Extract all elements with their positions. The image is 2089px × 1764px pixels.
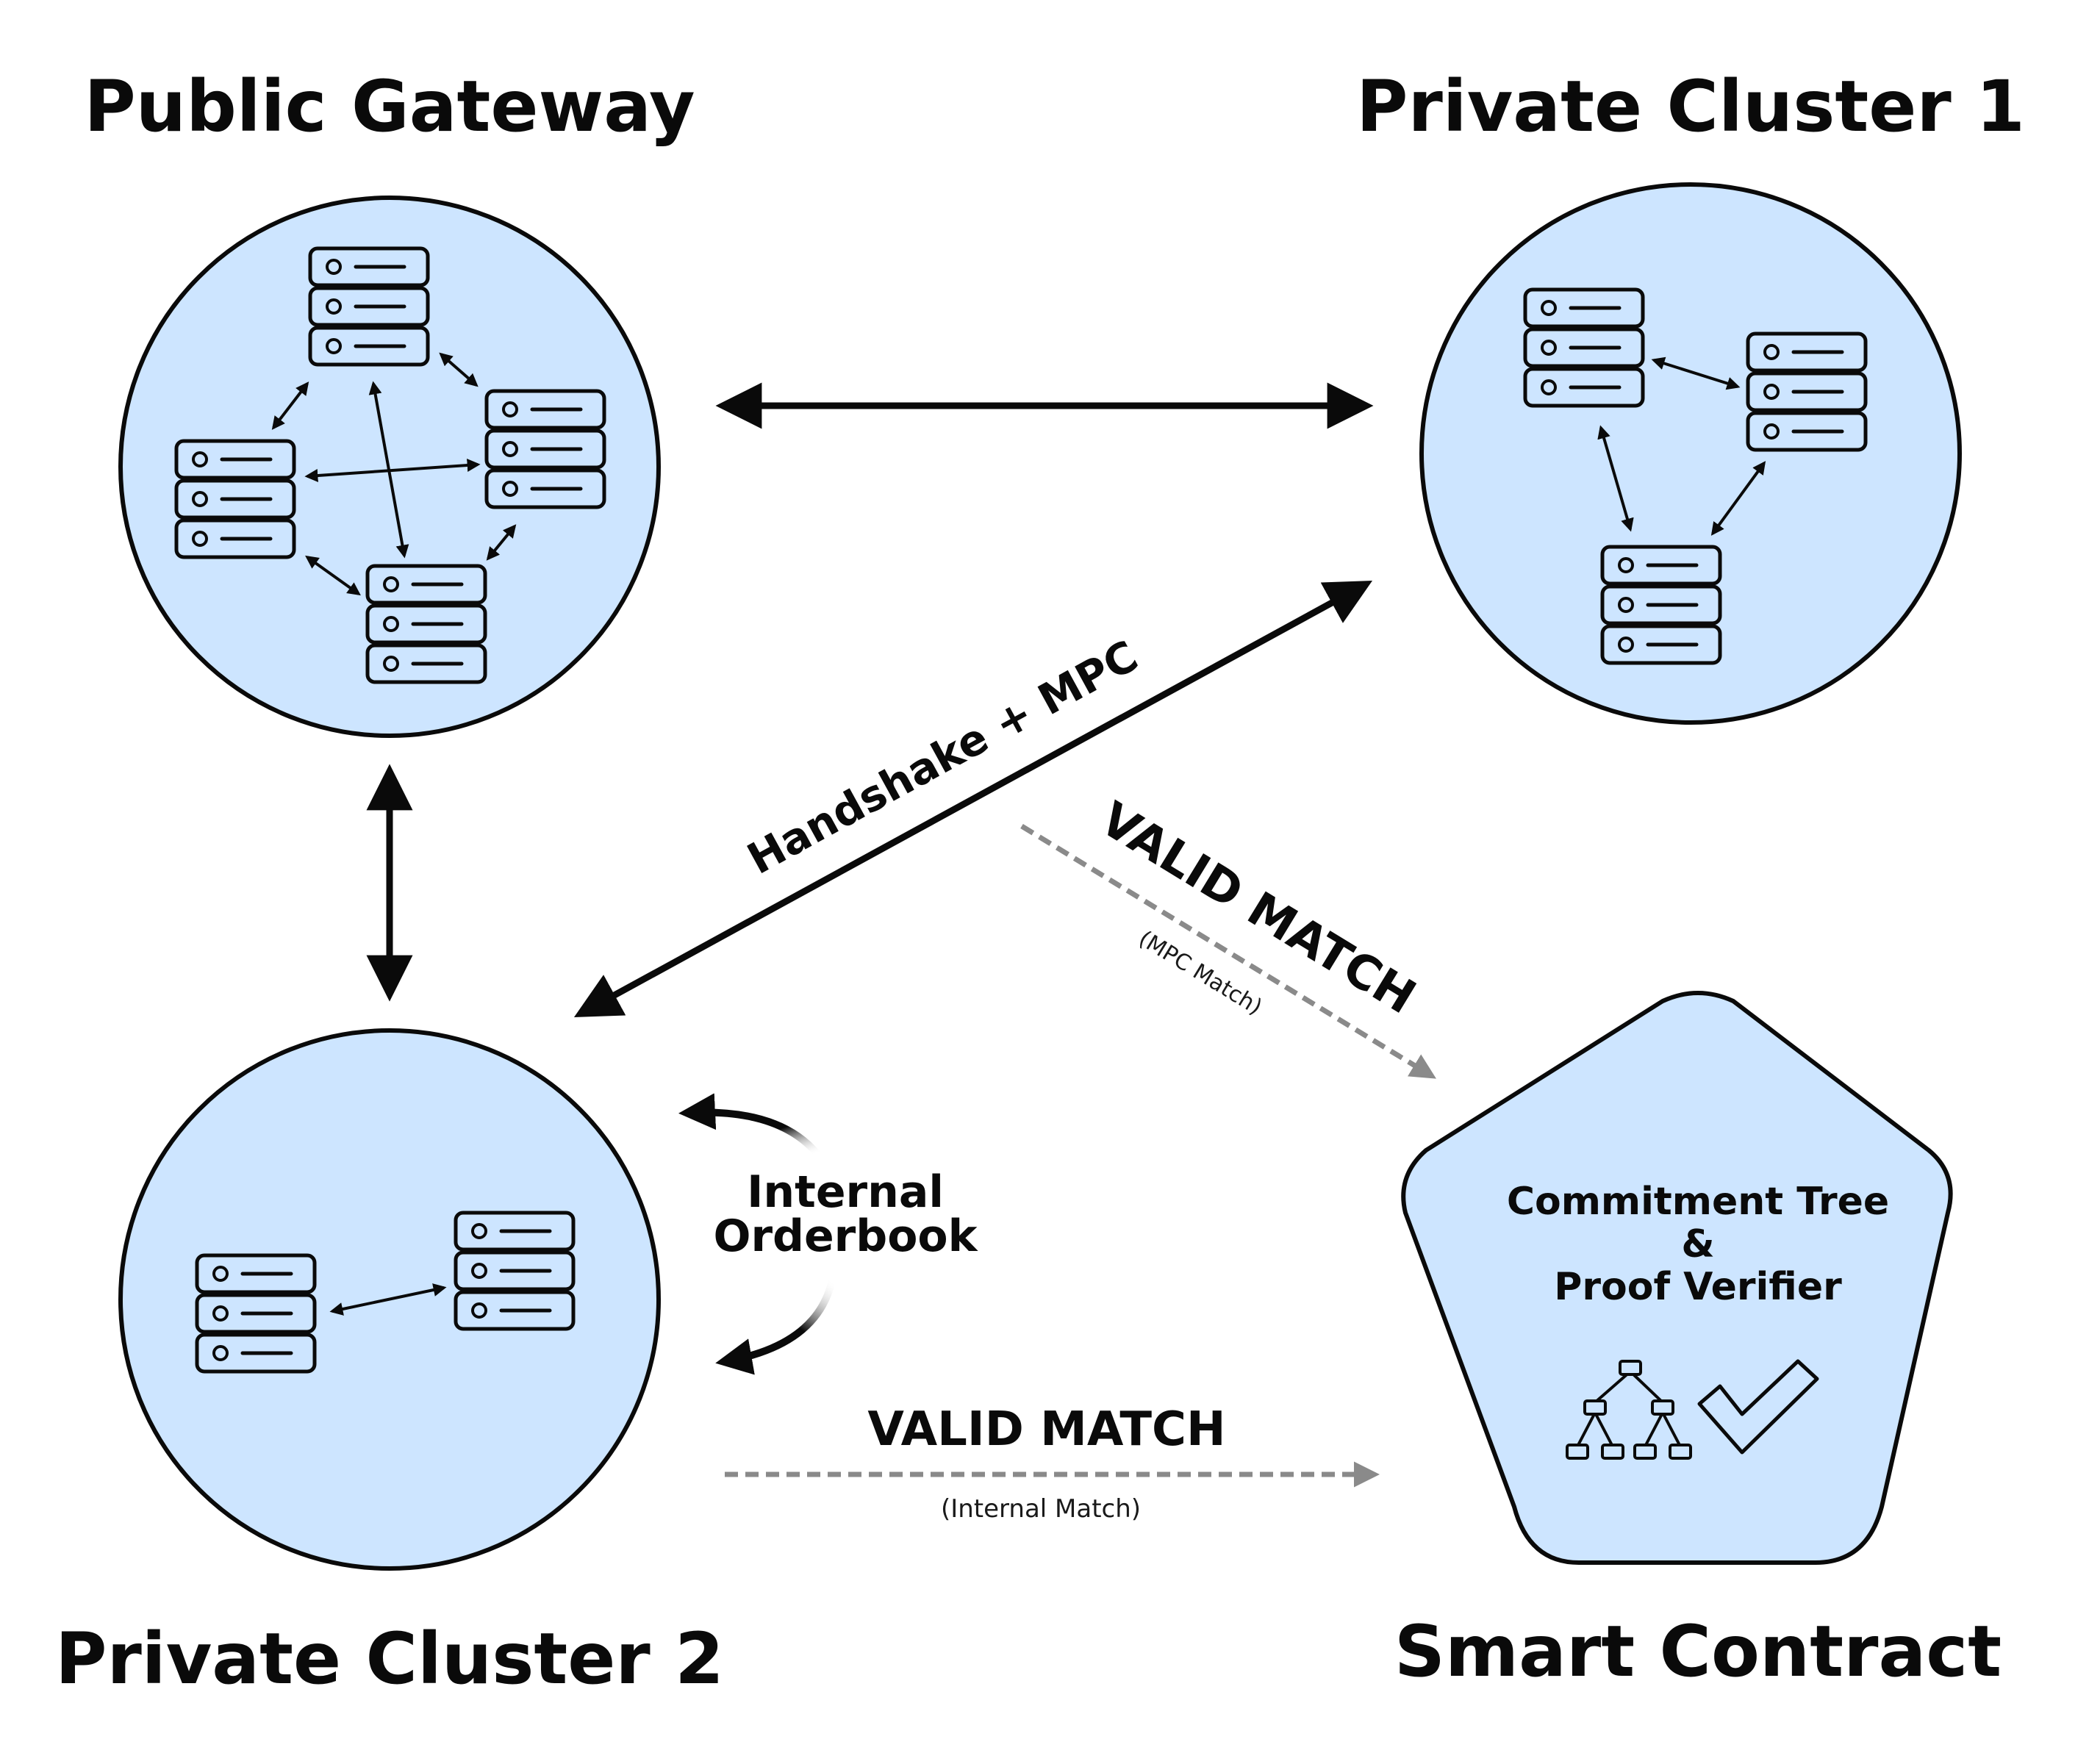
valid-match-mpc-arrow <box>1020 824 1436 1079</box>
private-cluster-1-node <box>1419 182 1962 725</box>
public-gateway-title: Public Gateway <box>84 65 695 148</box>
private-cluster-1-title: Private Cluster 1 <box>1356 65 2025 148</box>
checkmark-icon <box>1697 1359 1819 1455</box>
smart-contract-line-1: Commitment Tree <box>1507 1180 1889 1224</box>
server-stack-icon <box>1525 290 1643 406</box>
cluster-1-links <box>1597 356 1766 536</box>
public-gateway-node <box>118 196 661 738</box>
handshake-arrow <box>573 580 1373 1018</box>
internal-orderbook-label-1: Internal <box>747 1166 944 1218</box>
server-stack-icon <box>197 1255 315 1372</box>
valid-match-mpc-label: VALID MATCH <box>1091 792 1425 1025</box>
orderbook-arrow-top <box>678 1093 820 1157</box>
orderbook-arrow-bottom <box>715 1279 836 1375</box>
smart-contract-line-2: & <box>1681 1222 1714 1266</box>
tree-icon <box>1566 1360 1692 1460</box>
private-cluster-2-node <box>118 1028 661 1571</box>
smart-contract-node: Commitment Tree & Proof Verifier <box>1401 991 1953 1565</box>
server-stack-icon <box>1602 547 1720 663</box>
server-stack-icon <box>176 441 294 557</box>
server-stack-icon <box>310 248 428 365</box>
handshake-label: Handshake + MPC <box>739 631 1146 884</box>
gateway-links <box>271 352 517 596</box>
smart-contract-line-3: Proof Verifier <box>1554 1265 1842 1309</box>
internal-orderbook-label-2: Orderbook <box>713 1211 978 1262</box>
server-stack-icon <box>487 391 604 507</box>
smart-contract-title: Smart Contract <box>1394 1610 2002 1693</box>
server-stack-icon <box>368 566 485 682</box>
server-stack-icon <box>456 1213 573 1329</box>
cluster-2-link <box>329 1283 447 1316</box>
valid-match-internal-label: VALID MATCH <box>867 1402 1225 1457</box>
private-cluster-2-title: Private Cluster 2 <box>55 1618 724 1700</box>
valid-match-internal-sublabel: (Internal Match) <box>941 1494 1141 1524</box>
valid-match-mpc-sublabel: (MPC Match) <box>1134 926 1266 1021</box>
server-stack-icon <box>1748 334 1866 450</box>
